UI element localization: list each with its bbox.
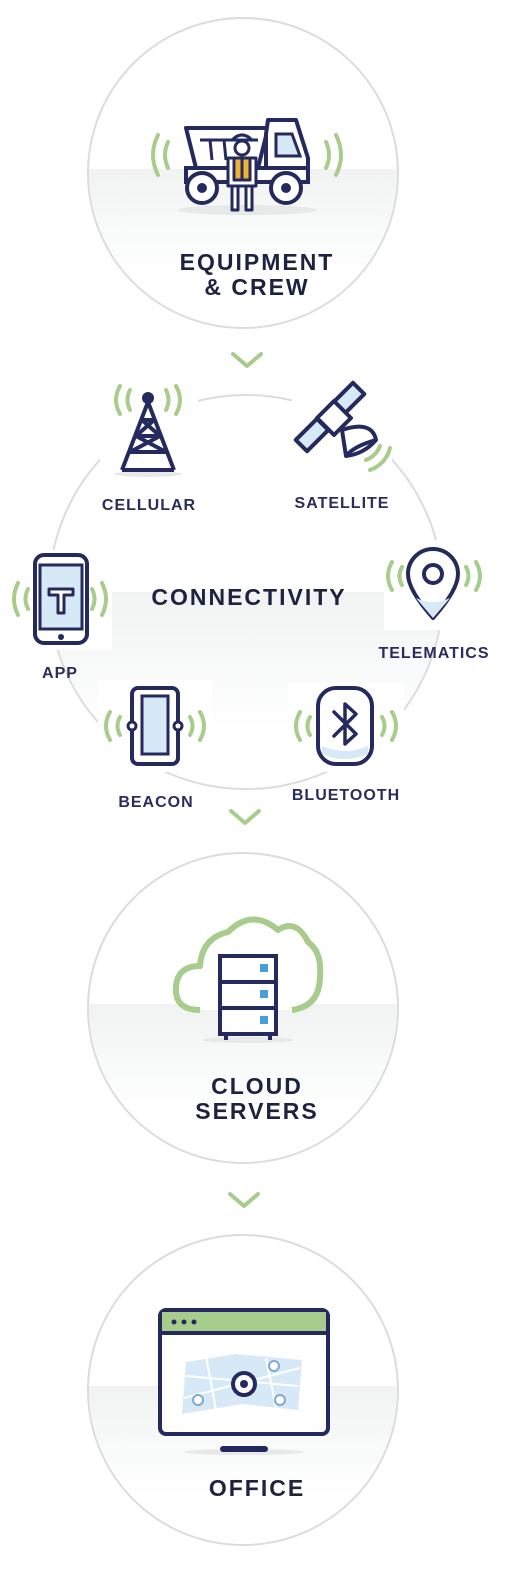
satellite-label: SATELLITE (294, 495, 390, 512)
app-label: APP (42, 665, 78, 682)
office-title-line1: OFFICE (208, 1475, 306, 1501)
chevron-down-icon (231, 352, 263, 368)
equipment-crew-circle (87, 17, 399, 329)
cloud-title-line1: CLOUD (211, 1073, 303, 1099)
cellular-label: CELLULAR (101, 497, 197, 514)
cloud-title: CLOUD SERVERS (0, 1074, 514, 1124)
chevron-down-icon (229, 809, 261, 825)
dump-truck-icon (151, 118, 343, 215)
cloud-title-line2: SERVERS (195, 1098, 319, 1124)
equipment-title-line2: & CREW (204, 274, 310, 300)
bluetooth-label: BLUETOOTH (291, 787, 401, 804)
monitor-map-icon (158, 1308, 330, 1455)
phone-app-icon (12, 553, 108, 645)
connectivity-title-text: CONNECTIVITY (151, 584, 347, 610)
office-title: OFFICE (0, 1476, 514, 1501)
satellite-icon (293, 380, 392, 472)
location-pin-icon (386, 547, 482, 620)
beacon-device-icon (104, 686, 206, 766)
equipment-title: EQUIPMENT & CREW (0, 250, 514, 300)
connectivity-title: CONNECTIVITY (0, 585, 498, 610)
cellular-tower-icon (114, 384, 182, 477)
chevron-down-icon (228, 1192, 260, 1208)
telematics-label: TELEMATICS (378, 645, 490, 662)
bluetooth-icon (294, 686, 398, 766)
beacon-label: BEACON (118, 794, 194, 811)
equipment-title-line1: EQUIPMENT (179, 249, 335, 275)
cloud-server-icon (172, 916, 324, 1043)
